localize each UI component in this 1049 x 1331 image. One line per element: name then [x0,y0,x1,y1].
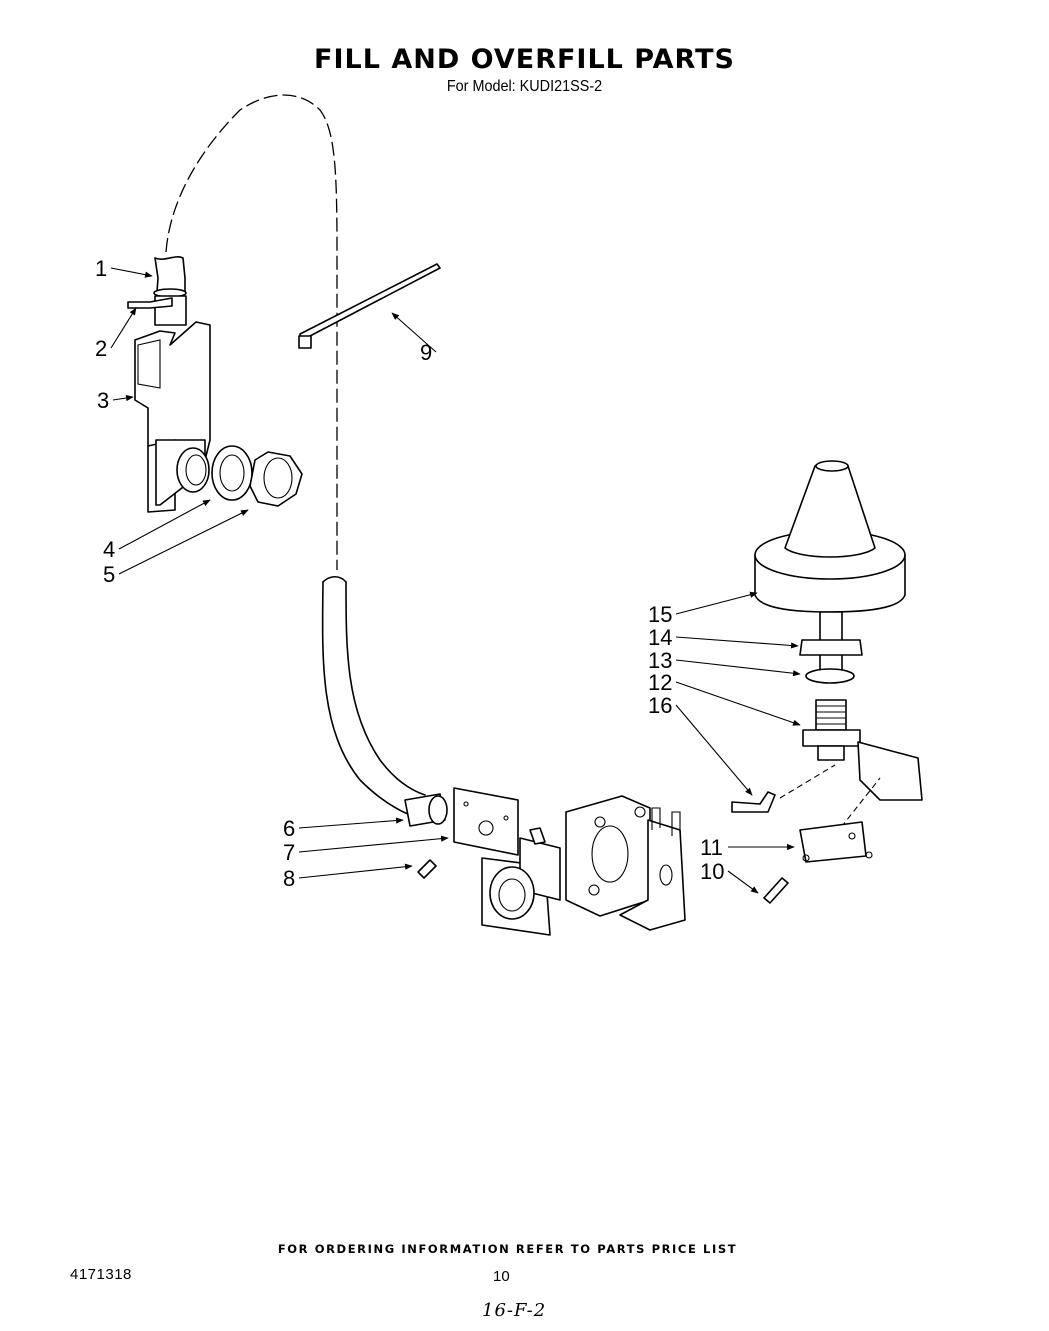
leader-arrow [675,591,758,615]
callout-1: 1 [95,256,153,281]
leader-arrow [110,267,153,278]
callout-number: 7 [283,840,295,865]
callout-12: 12 [648,670,801,726]
leader-arrow [110,307,137,349]
callout-6: 6 [283,816,404,841]
fitting-washer-nut [176,445,303,507]
callout-number: 12 [648,670,672,695]
page-number: 10 [493,1268,510,1285]
callout-number: 1 [95,256,107,281]
inlet-hose [321,575,426,816]
callout-4: 4 [103,499,211,562]
callout-number: 3 [97,388,109,413]
callout-5: 5 [103,509,249,587]
callout-15: 15 [648,591,758,627]
callout-13: 13 [648,648,801,677]
overfill-switch [799,821,873,863]
callout-3: 3 [97,388,134,413]
callout-number: 8 [283,866,295,891]
leader-arrow [675,704,753,796]
callout-number: 13 [648,648,672,673]
leader-arrow [118,499,211,550]
callout-11: 11 [700,835,795,860]
valve-mounting-plate [453,787,519,856]
hose-clamp [404,793,448,827]
callout-8: 8 [283,863,413,891]
callout-14: 14 [648,625,799,650]
document-number: 4171318 [70,1266,132,1283]
callout-number: 14 [648,625,672,650]
callout-number: 11 [700,835,723,860]
leader-arrow [727,870,759,894]
callout-number: 4 [103,537,115,562]
water-inlet-valve [481,795,686,936]
ordering-note: FOR ORDERING INFORMATION REFER TO PARTS … [277,1242,738,1256]
callout-10: 10 [700,859,759,894]
callout-16: 16 [648,693,753,796]
leader-arrow [391,312,437,353]
mounting-screw [417,859,437,879]
leader-arrow [675,681,801,726]
callout-9: 9 [391,312,437,365]
leader-arrow [112,394,134,402]
callout-7: 7 [283,835,449,865]
hose-route-line [165,94,338,570]
leader-arrow [675,636,799,649]
page-title: FILL AND OVERFILL PARTS [314,44,735,75]
callout-2: 2 [95,307,137,361]
switch-bracket-and-link [731,741,923,836]
callout-number: 10 [700,859,724,884]
leader-arrow [118,509,249,575]
callout-number: 16 [648,693,672,718]
float [754,460,906,613]
float-stem-assembly [799,611,863,761]
callout-number: 5 [103,562,115,587]
callout-number: 15 [648,602,672,627]
leader-arrow [298,835,449,853]
switch-screw [763,877,789,904]
callout-number: 6 [283,816,295,841]
leader-arrow [675,659,801,677]
callout-number: 2 [95,336,107,361]
cable-tie [298,263,441,349]
leader-arrow [298,817,404,829]
handwritten-reference: 16-F-2 [482,1300,547,1321]
leader-arrow [298,863,413,879]
model-subtitle: For Model: KUDI21SS-2 [446,78,603,95]
